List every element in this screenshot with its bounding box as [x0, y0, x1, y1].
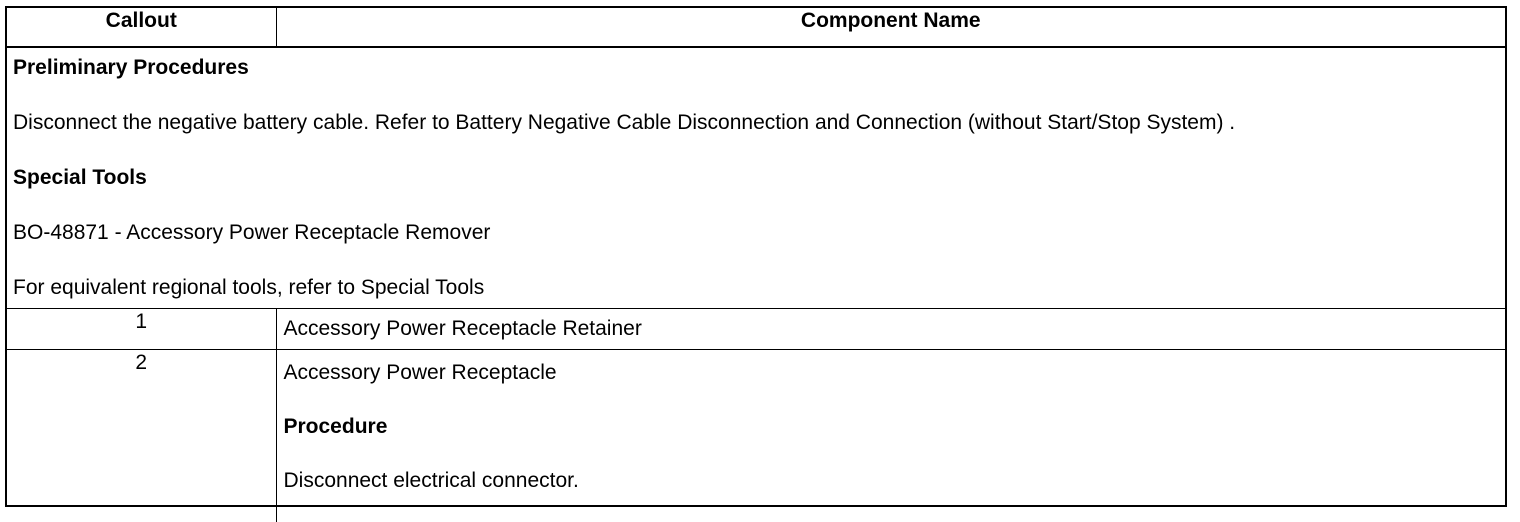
table-row: 1 Accessory Power Receptacle Retainer [7, 309, 1505, 350]
component-name-cell: Accessory Power Receptacle Retainer [276, 309, 1505, 350]
preliminary-procedures-heading: Preliminary Procedures [13, 55, 1499, 110]
special-tool-item: BO-48871 - Accessory Power Receptacle Re… [13, 220, 1499, 275]
procedure-step-text: Disconnect electrical connector. [284, 468, 1499, 522]
component-name-text: Accessory Power Receptacle [284, 360, 1499, 414]
component-table: Callout Component Name Preliminary Proce… [7, 8, 1505, 522]
preliminary-procedures-row: Preliminary Procedures Disconnect the ne… [7, 47, 1505, 309]
table-header-row: Callout Component Name [7, 8, 1505, 47]
special-tools-note: For equivalent regional tools, refer to … [13, 275, 1499, 300]
preliminary-procedures-cell: Preliminary Procedures Disconnect the ne… [7, 47, 1505, 309]
procedure-heading: Procedure [284, 414, 1499, 468]
component-name-header-label: Component Name [801, 8, 981, 33]
callout-header-label: Callout [106, 8, 177, 33]
callout-column-header: Callout [7, 8, 276, 47]
callout-cell: 2 [7, 350, 276, 522]
callout-cell: 1 [7, 309, 276, 350]
procedure-table-frame: Callout Component Name Preliminary Proce… [5, 6, 1507, 507]
table-row: 2 Accessory Power Receptacle Procedure D… [7, 350, 1505, 522]
component-name-cell: Accessory Power Receptacle Procedure Dis… [276, 350, 1505, 522]
component-name-column-header: Component Name [276, 8, 1505, 47]
preliminary-step-text: Disconnect the negative battery cable. R… [13, 110, 1499, 165]
special-tools-heading: Special Tools [13, 165, 1499, 220]
